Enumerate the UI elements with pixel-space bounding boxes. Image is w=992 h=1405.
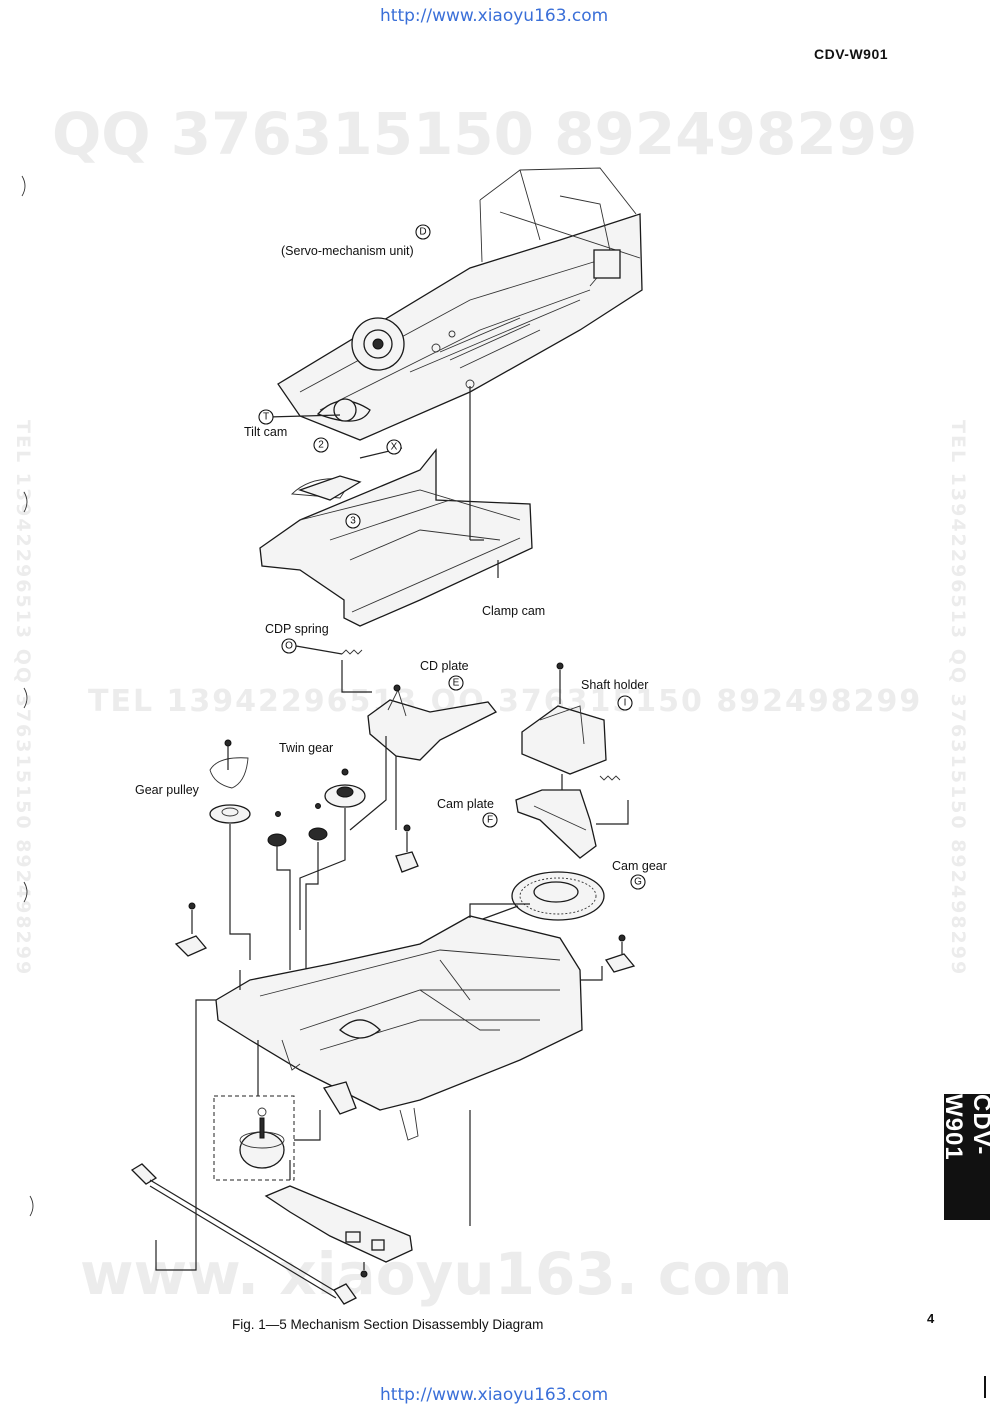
marker-3: 3 [345, 513, 361, 529]
marker-g: G [630, 874, 646, 890]
cd-plate [349, 684, 498, 831]
svg-text:3: 3 [350, 516, 356, 527]
twin-gear [299, 768, 366, 930]
marker-e: E [448, 675, 464, 691]
svg-text:F: F [487, 815, 493, 826]
cdp-spring [295, 645, 372, 693]
marker-i: I [617, 695, 633, 711]
label-gear-pulley: Gear pulley [135, 783, 199, 797]
label-servo-mechanism-unit: (Servo-mechanism unit) [281, 244, 414, 258]
main-chassis [155, 903, 603, 1271]
label-cam-plate: Cam plate [437, 797, 494, 811]
watermark-right: TEL 13942296513 QQ 376315150 892498299 [947, 420, 969, 977]
shaft-holder [521, 662, 607, 790]
label-clamp-cam: Clamp cam [482, 604, 546, 618]
svg-text:E: E [453, 678, 460, 689]
bottom-url-link[interactable]: http://www.xiaoyu163.com [380, 1385, 609, 1405]
figure-caption: Fig. 1—5 Mechanism Section Disassembly D… [232, 1317, 544, 1332]
svg-text:O: O [285, 641, 293, 652]
page-number: 4 [927, 1311, 935, 1326]
label-cam-gear: Cam gear [612, 859, 667, 873]
watermark-top: QQ 376315150 892498299 [52, 100, 918, 168]
motor-assembly [213, 1040, 321, 1181]
model-side-tab: CDV-W901 [940, 1094, 992, 1220]
svg-text:2: 2 [318, 440, 324, 451]
marker-f: F [482, 812, 498, 828]
watermark-middle: TEL 13942296513 QQ 376315150 892498299 [88, 684, 923, 719]
watermark-bottom: www. xiaoyu163. com [80, 1240, 793, 1308]
motor-pcb [264, 1160, 413, 1278]
svg-text:I: I [624, 698, 627, 709]
top-url-link[interactable]: http://www.xiaoyu163.com [380, 6, 609, 26]
svg-text:X: X [391, 442, 398, 453]
svg-text:T: T [263, 412, 269, 423]
label-tilt-cam: Tilt cam [244, 425, 288, 439]
drive-shaft [130, 1163, 357, 1305]
model-header: CDV-W901 [814, 46, 889, 62]
clamp-cam [259, 448, 533, 627]
marker-x: X [386, 439, 402, 455]
bracket-parts [174, 824, 636, 973]
watermark-left: TEL 13942296513 QQ 376315150 892498299 [12, 420, 34, 977]
servo-mechanism-unit [277, 167, 643, 441]
cam-plate [515, 775, 629, 859]
marker-d: D [415, 224, 431, 240]
label-cd-plate: CD plate [420, 659, 469, 673]
marker-o: O [281, 638, 297, 654]
cam-gear [479, 871, 605, 921]
svg-text:D: D [419, 227, 426, 238]
marker-t: T [258, 409, 274, 425]
label-twin-gear: Twin gear [279, 741, 334, 755]
small-gears [267, 803, 328, 990]
model-side-tab-text: CDV-W901 [940, 1094, 992, 1161]
label-shaft-holder: Shaft holder [581, 678, 649, 692]
marker-2: 2 [313, 437, 329, 453]
edge-mark [984, 1376, 986, 1398]
svg-text:G: G [634, 877, 642, 888]
gear-pulley [209, 739, 251, 960]
label-cdp-spring: CDP spring [265, 622, 329, 636]
